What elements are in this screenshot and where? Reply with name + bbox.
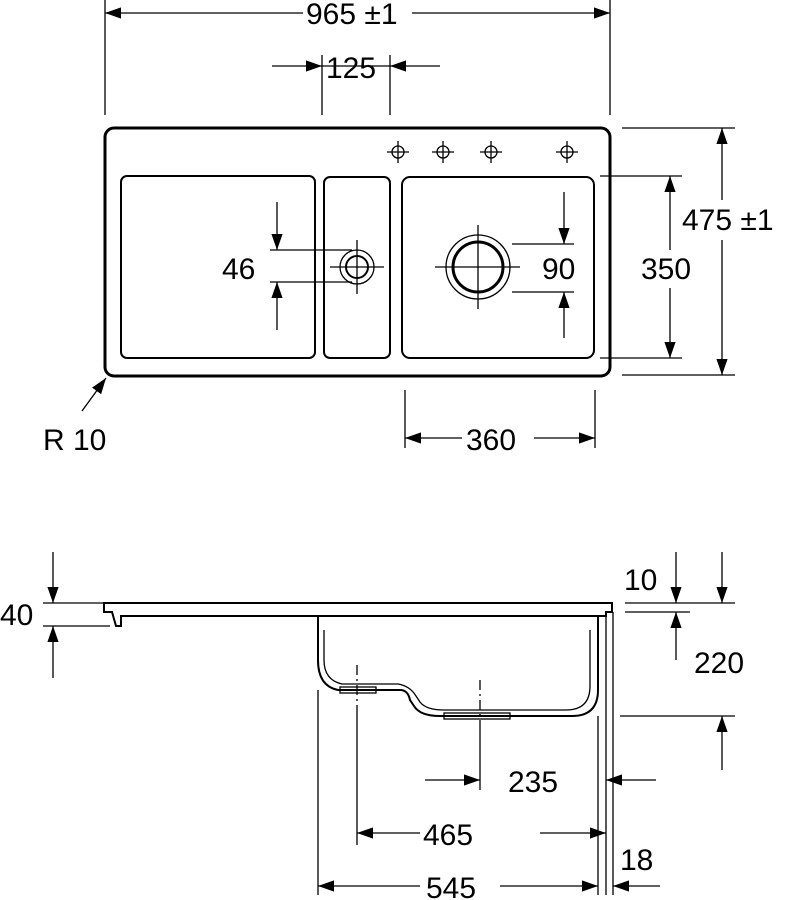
bowl-depth-label: 350 xyxy=(641,253,691,286)
tap-hole-2 xyxy=(432,141,454,163)
corner-radius-label: R 10 xyxy=(43,424,106,457)
large-waste xyxy=(435,225,520,309)
main-bowl xyxy=(401,176,595,359)
sink-outline xyxy=(103,126,612,378)
edge-offset-label: 18 xyxy=(620,844,653,877)
plan-view: 965 ±1 125 475 ±1 350 46 90 R xyxy=(43,0,774,457)
rim-height-label: 10 xyxy=(624,564,657,597)
waste-offset-label: 235 xyxy=(508,766,558,799)
small-waste-offset-label: 465 xyxy=(423,819,473,852)
section-view: 40 10 220 235 465 545 18 xyxy=(0,552,744,900)
small-waste-plug xyxy=(339,686,377,694)
tap-hole-1 xyxy=(387,141,409,163)
small-waste-label: 46 xyxy=(222,253,255,286)
small-bowl xyxy=(323,176,391,359)
bowl-width-label: 545 xyxy=(426,872,476,900)
tap-hole-3 xyxy=(480,141,502,163)
overall-width-label: 965 ±1 xyxy=(306,0,398,31)
overall-depth-label: 475 ±1 xyxy=(682,204,774,237)
large-waste-label: 90 xyxy=(542,253,575,286)
bowl-profile-outer xyxy=(317,616,599,717)
tap-hole-marks xyxy=(387,141,578,163)
bowl-height-label: 220 xyxy=(694,647,744,680)
corner-radius-leader xyxy=(81,377,107,412)
small-waste xyxy=(330,240,384,294)
bowl-profile-inner xyxy=(323,630,591,711)
thickness-label: 40 xyxy=(0,599,33,632)
sink-rim-profile xyxy=(103,602,613,627)
tap-hole-4 xyxy=(556,141,578,163)
large-waste-plug xyxy=(443,712,511,720)
drainer-area xyxy=(120,175,316,359)
main-bowl-width-label: 360 xyxy=(466,424,516,457)
tap-spacing-label: 125 xyxy=(326,52,376,85)
